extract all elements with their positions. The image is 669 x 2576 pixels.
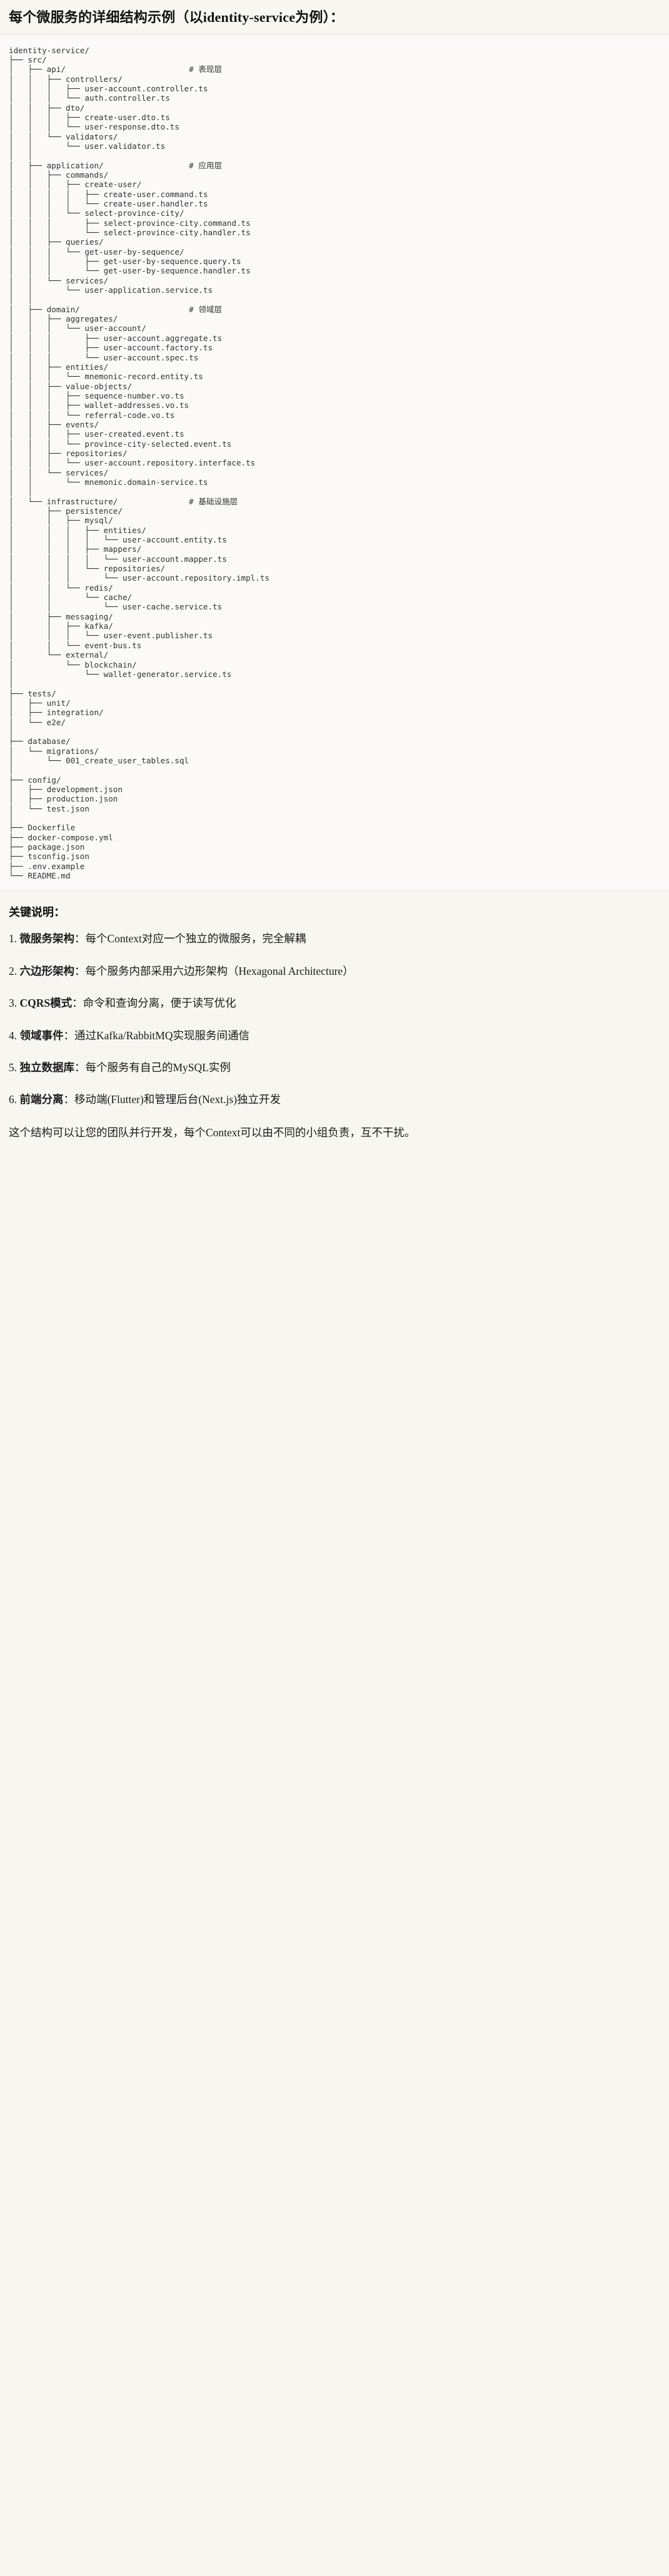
key-note-separator: ： — [63, 1029, 75, 1042]
key-note-number: 2. — [9, 964, 20, 977]
title-bar: 每个微服务的详细结构示例（以identity-service为例）： — [0, 0, 669, 34]
key-note-description: 命令和查询分离，便于读写优化 — [83, 997, 236, 1010]
key-note-separator: ： — [72, 997, 83, 1010]
page-title: 每个微服务的详细结构示例（以identity-service为例）： — [9, 9, 344, 25]
directory-tree-text: identity-service/ ├── src/ │ ├── api/ # … — [9, 45, 270, 881]
key-note-description: 每个Context对应一个独立的微服务，完全解耦 — [85, 932, 306, 945]
key-note-number: 6. — [9, 1093, 20, 1106]
key-note-description: 通过Kafka/RabbitMQ实现服务间通信 — [74, 1029, 249, 1042]
key-note-term: 领域事件 — [19, 1029, 64, 1042]
directory-tree-block: identity-service/ ├── src/ │ ├── api/ # … — [0, 34, 669, 892]
key-note-item: 3. CQRS模式：命令和查询分离，便于读写优化 — [9, 995, 660, 1011]
key-note-separator: ： — [74, 1061, 86, 1074]
key-note-term: 独立数据库 — [19, 1061, 75, 1074]
key-note-number: 5. — [9, 1061, 20, 1074]
key-note-description: 每个服务有自己的MySQL实例 — [85, 1061, 231, 1074]
key-note-number: 1. — [9, 932, 20, 945]
key-note-description: 移动端(Flutter)和管理后台(Next.js)独立开发 — [74, 1093, 281, 1106]
key-note-term: 前端分离 — [19, 1093, 64, 1106]
key-note-number: 4. — [9, 1029, 20, 1042]
key-note-term: 六边形架构 — [19, 964, 75, 977]
key-note-separator: ： — [74, 932, 86, 945]
key-note-term: 微服务架构 — [19, 932, 75, 945]
key-note-term: CQRS模式 — [19, 997, 73, 1010]
key-note-description: 每个服务内部采用六边形架构（Hexagonal Architecture） — [85, 964, 354, 977]
key-note-separator: ： — [63, 1093, 75, 1106]
key-note-item: 6. 前端分离：移动端(Flutter)和管理后台(Next.js)独立开发 — [9, 1092, 660, 1107]
key-note-item: 1. 微服务架构：每个Context对应一个独立的微服务，完全解耦 — [9, 931, 660, 947]
key-notes-heading: 关键说明： — [9, 906, 65, 919]
closing-paragraph: 这个结构可以让您的团队并行开发，每个Context可以由不同的小组负责，互不干扰… — [9, 1126, 416, 1139]
key-note-item: 2. 六边形架构：每个服务内部采用六边形架构（Hexagonal Archite… — [9, 964, 660, 979]
key-note-item: 5. 独立数据库：每个服务有自己的MySQL实例 — [9, 1060, 660, 1076]
key-note-item: 4. 领域事件：通过Kafka/RabbitMQ实现服务间通信 — [9, 1028, 660, 1044]
key-note-number: 3. — [9, 997, 20, 1010]
key-note-separator: ： — [74, 964, 86, 977]
